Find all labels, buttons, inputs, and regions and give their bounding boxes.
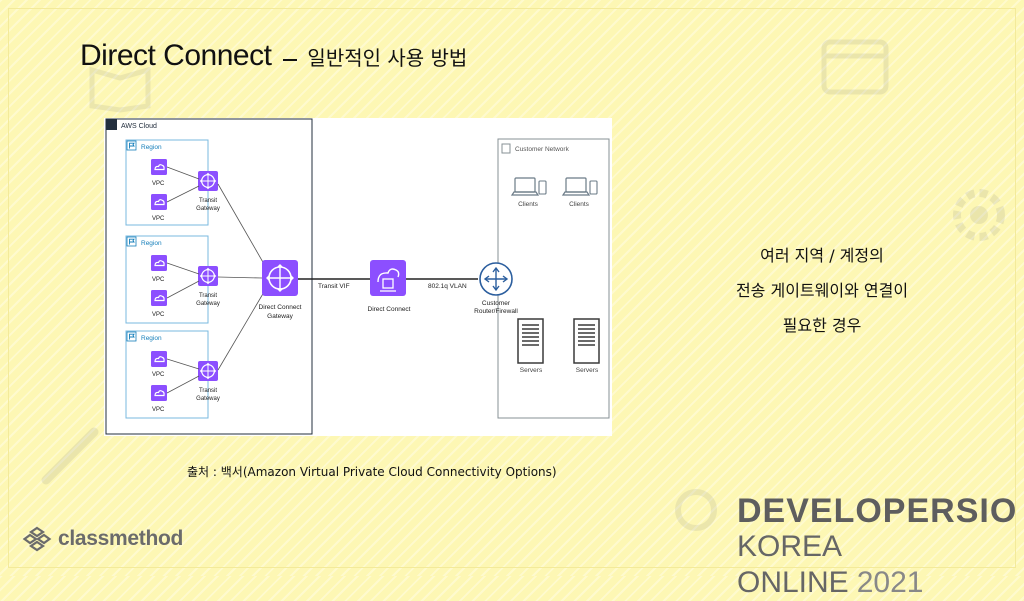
region-label-2: Region [141,240,162,247]
transit-vif-label: Transit VIF [318,283,350,290]
decorative-book-icon [89,66,151,113]
clients-label-1: Clients [518,201,539,208]
router-label-line2: Router/Firewall [474,308,518,315]
vpc-label: VPC [152,277,165,283]
servers-label-1: Servers [520,367,543,374]
transit-gateway-icon-1 [197,170,219,192]
brand-line-1: DEVELOPERSIO [737,492,1018,530]
tgw-label-line1: Transit [199,198,217,204]
vpc-label: VPC [152,216,165,222]
vpc-label: VPC [152,181,165,187]
vpc-label: VPC [152,407,165,413]
description-line-1: 여러 지역 / 계정의 [760,246,884,265]
vpc-icon [150,384,168,402]
region-flag-icon [126,331,137,342]
transit-gateway-icon-3 [197,360,219,382]
vpc-label: VPC [152,312,165,318]
direct-connect-label: Direct Connect [368,306,411,313]
customer-network-label: Customer Network [515,146,570,153]
region-group-1 [125,139,209,226]
clients-icon [562,177,598,196]
region-group-3 [125,330,209,419]
tgw-label-line2: Gateway [196,301,220,307]
region-label-3: Region [141,335,162,342]
tgw-label-line2: Gateway [196,396,220,402]
classmethod-logo: classmethod [22,526,184,552]
vpc-icon [150,254,168,272]
customer-network-lock-icon [501,143,511,154]
vpc-icon [150,350,168,368]
transit-gateway-icon-2 [197,265,219,287]
tgw-label-line1: Transit [199,293,217,299]
region-flag-icon [126,140,137,151]
classmethod-logo-text: classmethod [58,527,184,550]
aws-cloud-icon [106,119,117,130]
description-text: 여러 지역 / 계정의 전송 게이트웨이와 연결이 필요한 경우 [690,238,954,343]
brand-year: 2021 [856,566,924,599]
router-label-line1: Customer [482,300,511,307]
vpc-label: VPC [152,372,165,378]
clients-label-2: Clients [569,201,590,208]
decorative-bulb-icon [675,489,717,531]
decorative-calendar-icon [821,39,889,95]
title-dash [283,58,298,61]
title-sub: 일반적인 사용 방법 [307,46,468,70]
region-group-2 [125,235,209,324]
vpc-icon [150,289,168,307]
slide-title: Direct Connect 일반적인 사용 방법 [80,38,467,73]
architecture-diagram: AWS Cloud Region VPC VPC Transit Gateway… [104,118,612,436]
region-flag-icon [126,236,137,247]
source-caption: 출처 : 백서(Amazon Virtual Private Cloud Con… [187,465,557,479]
region-label-1: Region [141,144,162,151]
direct-connect-icon [370,260,406,296]
description-line-3: 필요한 경우 [782,316,862,335]
vlan-label: 802.1q VLAN [428,283,467,290]
servers-icon [517,318,544,364]
description-line-2: 전송 게이트웨이와 연결이 [735,281,909,300]
clients-icon [511,177,547,196]
servers-icon [573,318,600,364]
dcgw-label-line1: Direct Connect [259,304,302,311]
decorative-wrench-icon [41,427,99,485]
customer-router-icon [479,262,513,296]
tgw-label-line1: Transit [199,388,217,394]
decorative-gear-icon [953,189,1005,241]
tgw-label-line2: Gateway [196,206,220,212]
title-main: Direct Connect [80,39,272,72]
dcgw-label-line2: Gateway [267,313,293,320]
architecture-diagram-svg: AWS Cloud Region VPC VPC Transit Gateway… [105,118,610,435]
brand-line-2-text: KOREA ONLINE [737,530,849,599]
direct-connect-gateway-icon [262,260,298,296]
aws-cloud-label: AWS Cloud [121,123,157,130]
servers-label-2: Servers [576,367,599,374]
classmethod-logo-icon [22,526,52,552]
vpc-icon [150,193,168,211]
aws-cloud-group [105,118,313,435]
vpc-icon [150,158,168,176]
